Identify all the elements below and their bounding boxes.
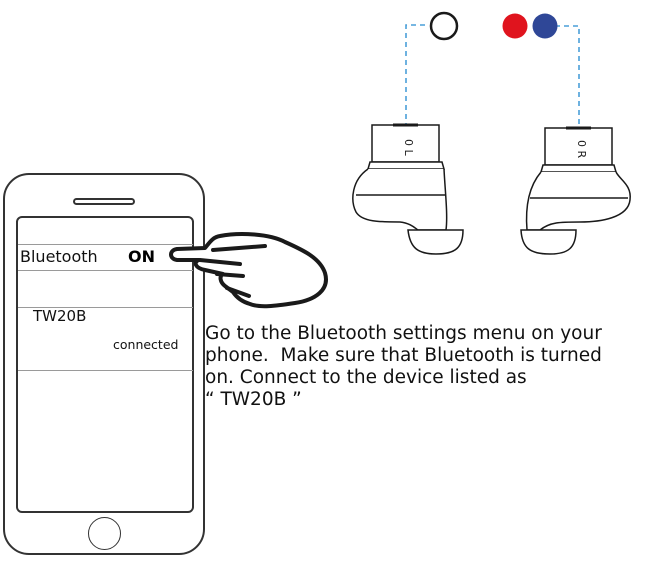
- divider: [18, 370, 193, 371]
- right-leader-line: [555, 25, 580, 132]
- left-leader-line: [405, 24, 428, 128]
- home-button: [88, 517, 121, 550]
- divider: [18, 307, 193, 308]
- left-earbud-label: 0 L: [402, 139, 415, 156]
- white-led-icon: [429, 11, 459, 41]
- device-status: connected: [113, 337, 179, 352]
- bluetooth-setting-label: Bluetooth: [20, 247, 98, 266]
- right-earbud-label: 0 R: [575, 140, 588, 158]
- bluetooth-toggle[interactable]: ON: [128, 247, 155, 266]
- instruction-text: Go to the Bluetooth settings menu on you…: [205, 323, 602, 410]
- divider: [18, 244, 193, 245]
- right-earbud: [520, 126, 631, 255]
- left-earbud: [352, 123, 464, 255]
- red-led-icon: [502, 13, 528, 39]
- divider: [18, 270, 193, 271]
- phone-outline: [3, 173, 205, 555]
- device-name[interactable]: TW20B: [33, 307, 87, 325]
- blue-led-icon: [532, 13, 558, 39]
- phone-speaker: [73, 198, 135, 205]
- pointing-hand-icon: [169, 232, 328, 309]
- phone-screen: [16, 216, 194, 513]
- earbuds-diagram: 0 L 0 R: [352, 11, 631, 255]
